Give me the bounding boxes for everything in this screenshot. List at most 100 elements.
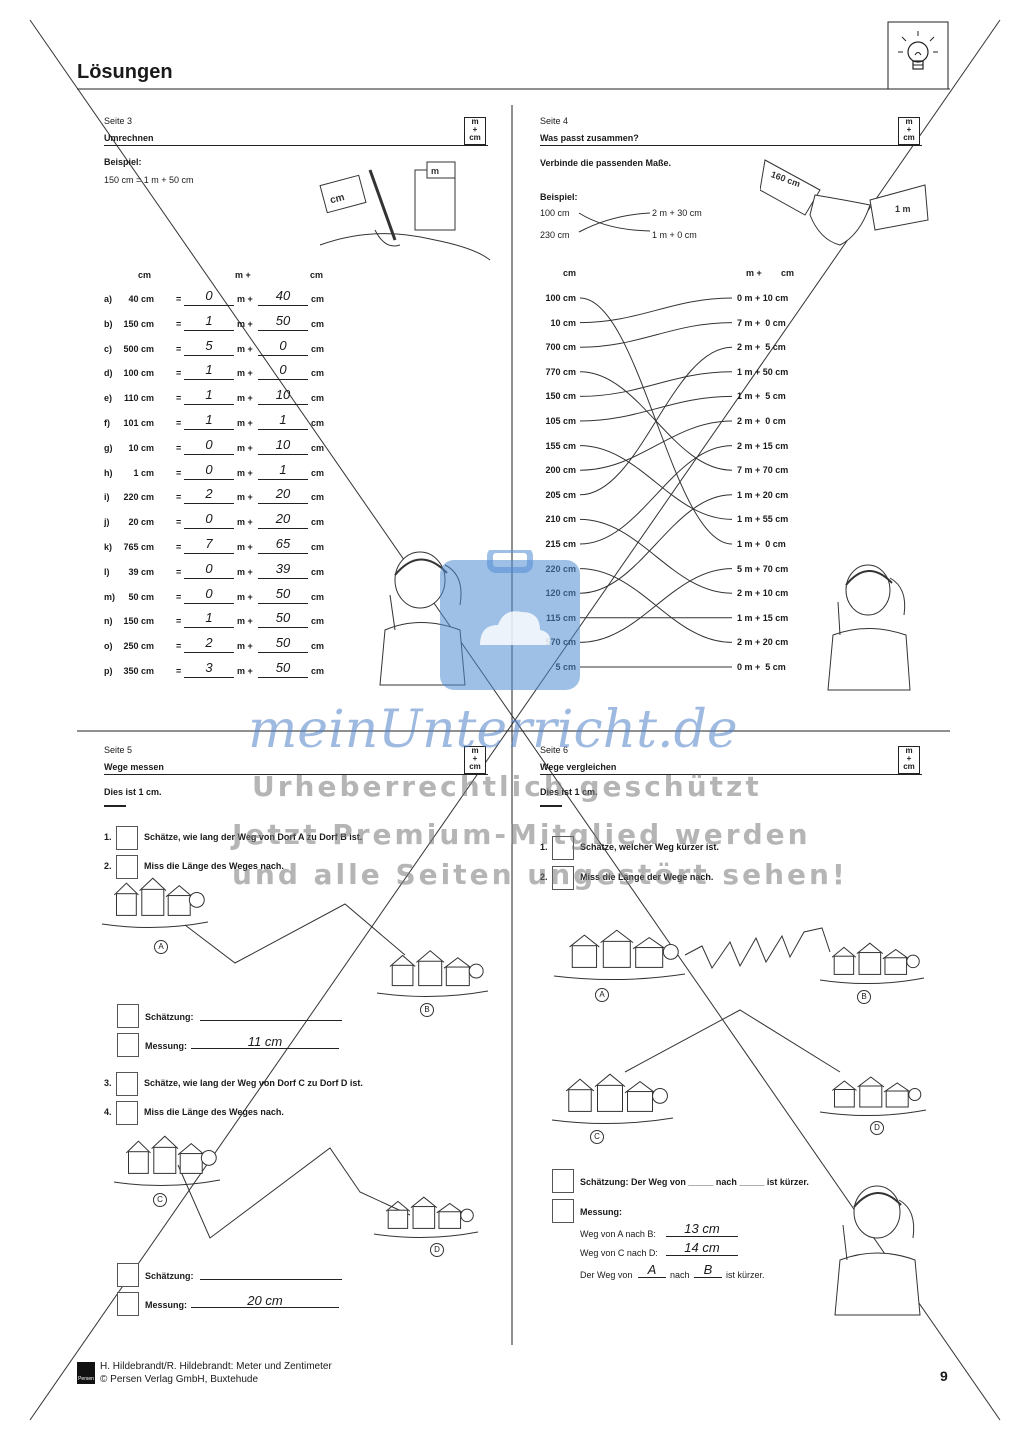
s3-row-m-answer: 1 [205, 610, 213, 626]
s4-match-line [579, 494, 733, 594]
s4-match-line [579, 518, 733, 594]
s4-match-line [579, 445, 733, 545]
s3-row-cm-answer: 39 [275, 560, 291, 576]
s5-m-cm-badge: m + cm [464, 746, 486, 774]
footer-line2: © Persen Verlag GmbH, Buxtehude [100, 1374, 259, 1385]
s3-row-m-blank [184, 293, 234, 306]
s6-schaetzung: Schätzung: Der Weg von _____ nach _____ … [580, 1177, 809, 1187]
s3-title-rule [104, 145, 488, 146]
s5-q4-num: 4. [104, 1107, 112, 1117]
s3-row-cm-unit: cm [311, 368, 325, 379]
s6-title-rule [540, 774, 922, 775]
village-illustration [553, 929, 686, 981]
s3-row-eq: = [176, 641, 182, 652]
s3-m-cm-badge: m + cm [464, 117, 486, 145]
s6-ab-blank [666, 1224, 738, 1237]
s3-row-value: 220 cm [123, 492, 154, 503]
badge-m: m [471, 746, 479, 755]
badge-m: m [905, 117, 913, 126]
s5-q1-num: 1. [104, 832, 112, 842]
s3-row-eq: = [176, 517, 182, 528]
s3-row-eq: = [176, 343, 182, 354]
village-illustration [113, 1135, 221, 1187]
s5-messung-2-answer: 20 cm [247, 1293, 283, 1308]
s4-left-item: 700 cm [545, 342, 576, 353]
s4-instruction: Verbinde die passenden Maße. [540, 158, 672, 168]
s3-row-label: g) [104, 442, 113, 453]
s5-one-cm-bar [104, 805, 126, 807]
s5-messung-1-blank [191, 1036, 339, 1049]
estimate-hand-icon [552, 836, 574, 860]
s3-row-cm-unit: cm [311, 666, 325, 676]
s3-row-m-blank [184, 591, 234, 604]
page-title: Lösungen [77, 61, 173, 83]
s4-right-item: 1 m + 55 cm [737, 514, 789, 525]
s3-row-m-unit: m + [237, 616, 253, 627]
s3-row-cm-answer: 0 [279, 362, 287, 378]
village-label: D [430, 1243, 444, 1257]
ruler-hand-icon [116, 1101, 138, 1125]
s3-row-m-unit: m + [237, 343, 253, 354]
svg-text:m: m [431, 166, 439, 176]
badge-m: m [905, 746, 913, 755]
s3-row-m-blank [184, 343, 234, 356]
s4-right-item: 2 m + 15 cm [737, 440, 789, 451]
s4-right-item: 5 m + 70 cm [737, 563, 789, 574]
s3-row-label: n) [104, 616, 113, 627]
s3-illustration: cm m [319, 161, 491, 261]
s4-match-line [579, 322, 733, 348]
s3-row-value: 765 cm [123, 542, 154, 552]
village-label: A [595, 988, 609, 1002]
s3-row-cm-unit: cm [311, 492, 325, 503]
s3-row-cm-unit: cm [311, 517, 325, 528]
s3-row-m-answer: 0 [205, 436, 213, 452]
s5-q4: Miss die Länge des Weges nach. [144, 1107, 284, 1117]
s6-ist-kuerzer: ist kürzer. [726, 1270, 765, 1280]
ruler-hand-icon [552, 866, 574, 890]
page-number: 9 [940, 1368, 948, 1384]
s3-row-label: d) [104, 368, 113, 379]
s3-row-cm-answer: 0 [279, 337, 287, 353]
s4-title-rule [540, 145, 922, 146]
village-illustration [819, 942, 925, 985]
badge-cm: cm [469, 762, 481, 771]
watermark-line3: und alle Seiten ungestört sehen! [232, 858, 848, 891]
s3-row-m-blank [184, 467, 234, 480]
ruler-hand-icon [552, 1199, 574, 1223]
s4-right-item: 2 m + 20 cm [737, 637, 789, 648]
s3-row-m-unit: m + [237, 318, 253, 329]
s3-row-m-answer: 0 [205, 585, 213, 601]
s4-right-item: 0 m + 5 cm [737, 662, 786, 672]
s4-title: Was passt zusammen? [540, 133, 639, 143]
s3-row-label: p) [104, 666, 113, 676]
s3-row-value: 500 cm [123, 343, 154, 354]
s3-row-cm-answer: 50 [275, 312, 291, 328]
s3-row-cm-unit: cm [311, 343, 325, 354]
s3-row-eq: = [176, 591, 182, 602]
s4-right-item: 2 m + 0 cm [737, 416, 786, 426]
s3-row-cm-unit: cm [311, 294, 325, 304]
s3-row-value: 10 cm [128, 442, 154, 453]
s3-title: Umrechnen [104, 133, 154, 143]
s6-one-cm-bar [540, 805, 562, 807]
badge-cm: cm [903, 133, 915, 142]
s3-row-label: o) [104, 641, 113, 652]
village-illustration [819, 1076, 927, 1117]
s5-q3-num: 3. [104, 1078, 112, 1088]
s3-row-m-blank [184, 566, 234, 579]
s4-match-line [579, 346, 733, 496]
badge-plus: + [906, 754, 912, 763]
s3-row-cm-blank [258, 417, 308, 430]
s3-row-cm-blank [258, 516, 308, 530]
s3-row-m-unit: m + [237, 492, 253, 503]
s4-right-item: 1 m + 15 cm [737, 612, 789, 623]
s4-left-item: 200 cm [545, 465, 576, 476]
s3-row-cm-unit: cm [311, 591, 325, 602]
s6-cd-blank [666, 1243, 738, 1256]
s3-row-cm-answer: 50 [275, 585, 291, 601]
village-label: C [153, 1193, 167, 1207]
s3-row-m-answer: 2 [205, 486, 213, 502]
s3-row-value: 20 cm [128, 517, 154, 528]
s3-col-cm2: cm [310, 270, 324, 280]
s6-ab-label: Weg von A nach B: [580, 1229, 656, 1239]
